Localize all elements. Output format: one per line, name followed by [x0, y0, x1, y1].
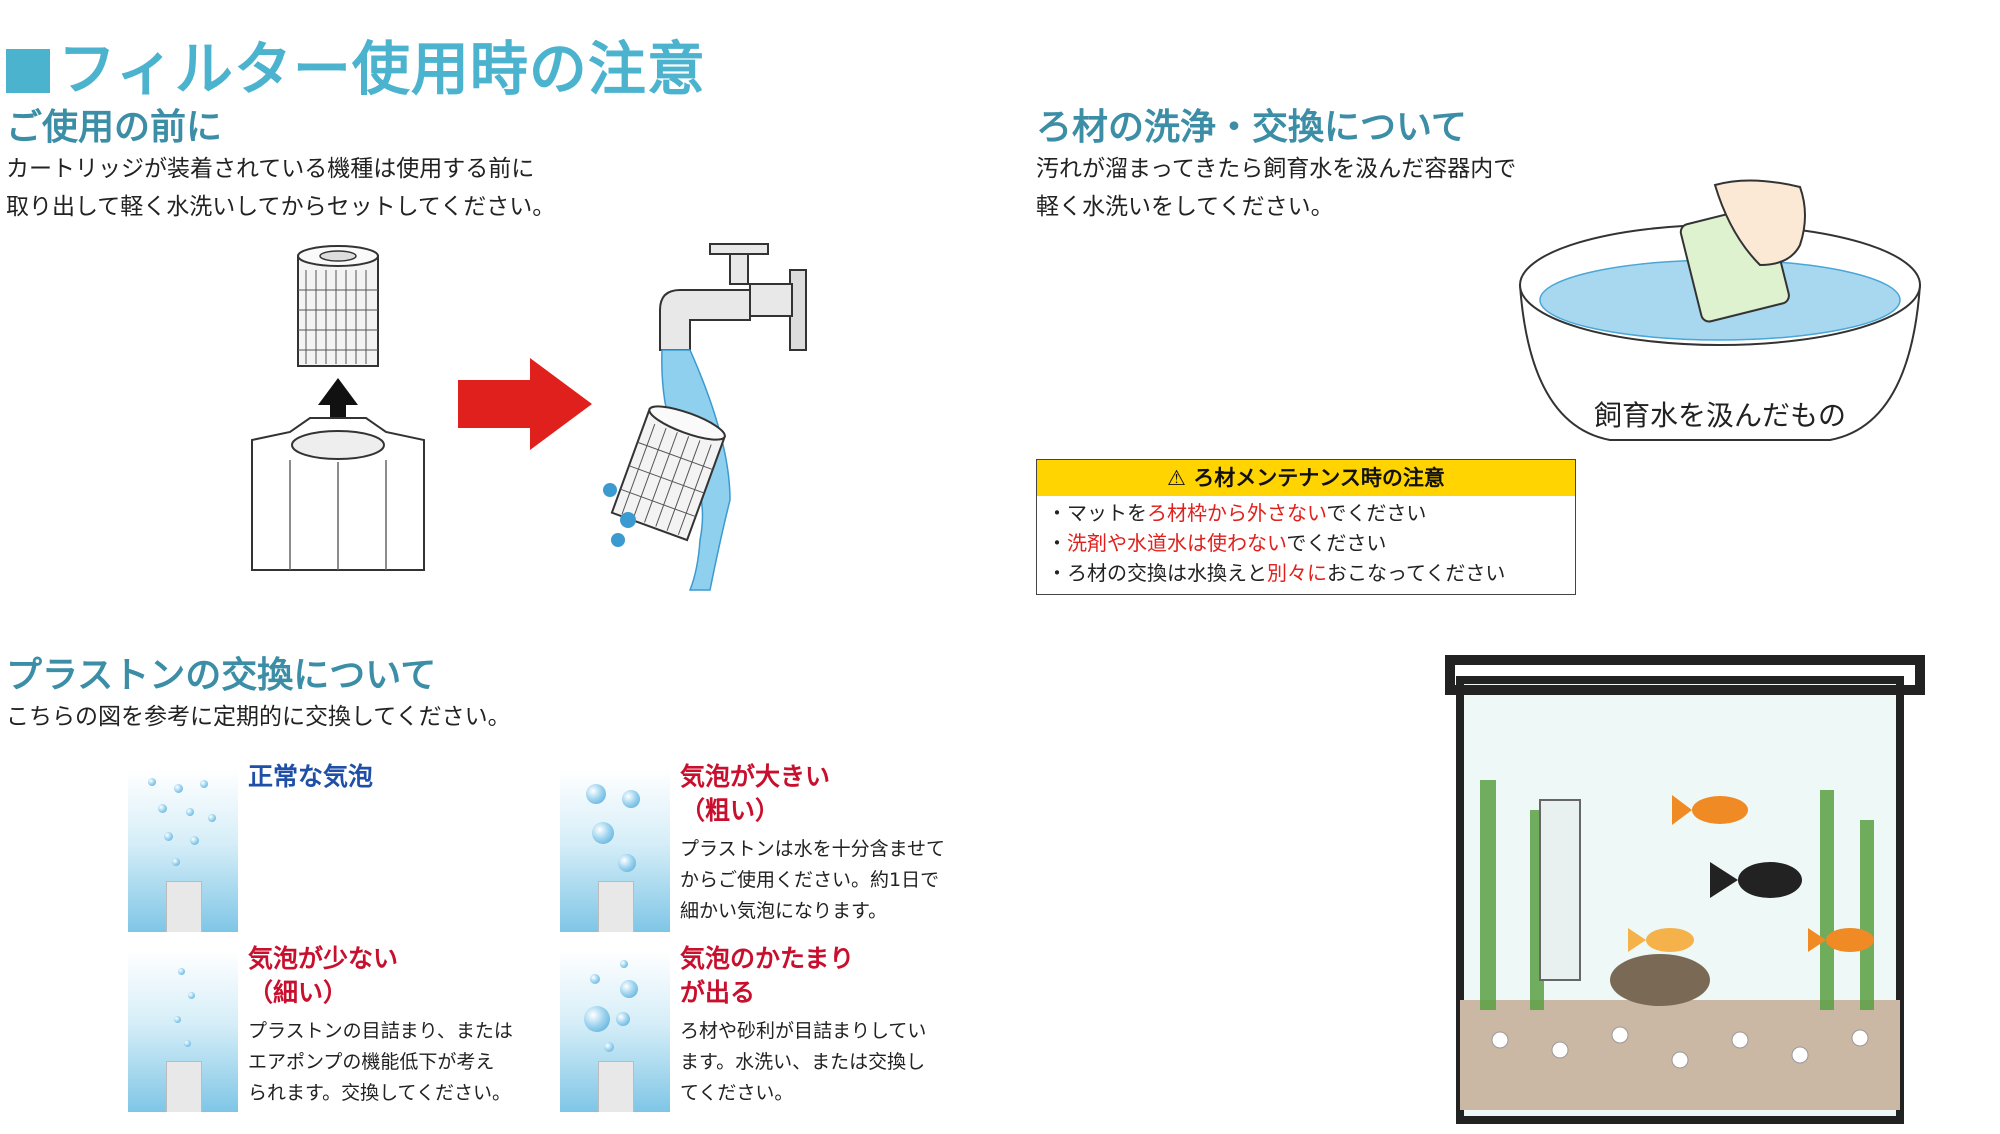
large-bubbles-figure [560, 770, 670, 932]
page-title: フィルター使用時の注意 [6, 22, 706, 106]
warning-icon: ⚠ [1167, 466, 1186, 490]
filter-icon [1539, 799, 1581, 981]
caution-box: ⚠ ろ材メンテナンス時の注意 ・マットをろ材枠から外さないでください ・洗剤や水… [1036, 459, 1576, 595]
black-fish-icon [1710, 862, 1802, 898]
water-drop-icon [603, 483, 617, 497]
media-wash-text: 汚れが溜まってきたら飼育水を汲んだ容器内で 軽く水洗いをしてください。 [1036, 156, 1517, 220]
goldfish-icon [1628, 928, 1694, 952]
rock-icon [1610, 954, 1710, 1006]
airstone-intro: こちらの図を参考に定期的に交換してください。 [6, 704, 511, 730]
airstone-icon [166, 881, 202, 932]
normal-bubbles-title: 正常な気泡 [248, 762, 374, 791]
large-bubbles-title: 気泡が大きい （粗い） [680, 762, 831, 825]
airstone-icon [598, 1061, 634, 1112]
aquarium-illustration [1445, 655, 1925, 1124]
airstone-heading: プラストンの交換について [6, 655, 437, 696]
normal-bubbles-figure [128, 770, 238, 932]
caution-line: ・洗剤や水道水は使わないでください [1047, 531, 1387, 555]
few-bubbles-figure [128, 950, 238, 1112]
lump-bubbles-figure [560, 950, 670, 1112]
caution-line: ・ろ材の交換は水換えと別々におこなってください [1047, 561, 1506, 585]
caution-line: ・マットをろ材枠から外さないでください [1047, 501, 1427, 525]
airstone-icon [166, 1061, 202, 1112]
lump-bubbles-title: 気泡のかたまり が出る [680, 944, 855, 1007]
cartridge-icon [610, 405, 726, 542]
cartridge-icon [297, 245, 379, 367]
square-bullet-icon [6, 49, 50, 93]
airstone-icon [598, 881, 634, 932]
filter-housing-icon [251, 417, 425, 571]
water-drop-icon [611, 533, 625, 547]
basin-illustration: 飼育水を汲んだもの [1518, 179, 1922, 441]
lump-bubbles-desc: ろ材や砂利が目詰まりしてい ます。水洗い、または交換し てください。 [680, 1020, 927, 1104]
media-wash-heading: ろ材の洗浄・交換について [1036, 107, 1467, 148]
few-bubbles-title: 気泡が少ない （細い） [248, 944, 399, 1007]
water-drop-icon [620, 512, 636, 528]
goldfish-icon [1672, 795, 1748, 825]
faucet-rinse-illustration [603, 243, 807, 591]
faucet-icon [659, 243, 807, 351]
cartridge-removal-illustration [251, 245, 592, 571]
before-use-text: カートリッジが装着されている機種は使用する前に 取り出して軽く水洗いしてからセッ… [6, 156, 556, 220]
arrow-right-icon [458, 358, 592, 450]
large-bubbles-desc: プラストンは水を十分含ませて からご使用ください。約1日で 細かい気泡になります… [680, 838, 946, 922]
before-use-heading: ご使用の前に [6, 107, 223, 148]
basin-label: 飼育水を汲んだもの [1594, 399, 1846, 432]
hand-icon [1713, 179, 1806, 267]
few-bubbles-desc: プラストンの目詰まり、または エアポンプの機能低下が考え られます。交換してくだ… [248, 1020, 513, 1104]
caution-header: ⚠ ろ材メンテナンス時の注意 [1037, 460, 1575, 496]
goldfish-icon [1808, 928, 1874, 952]
